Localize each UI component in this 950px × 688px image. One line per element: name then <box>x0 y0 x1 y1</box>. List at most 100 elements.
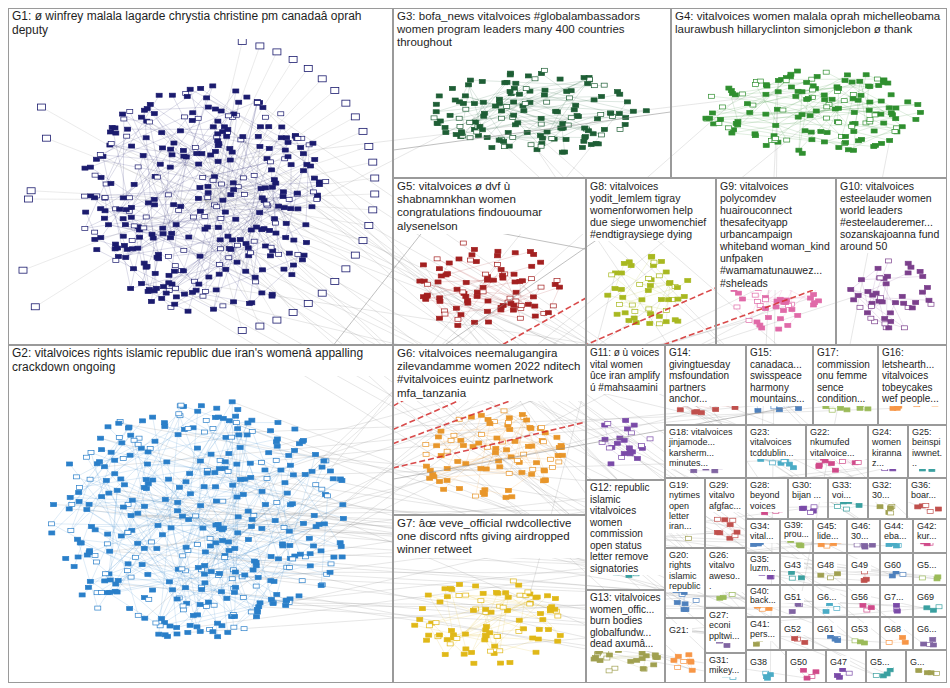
vertex <box>499 109 505 113</box>
tie-line <box>117 402 232 592</box>
tie-line <box>46 138 205 200</box>
tie-line <box>499 99 627 102</box>
vertex <box>544 100 550 104</box>
vertex <box>365 222 373 228</box>
tie-line <box>95 239 159 258</box>
vertex <box>467 120 473 124</box>
tie-line <box>802 107 827 115</box>
vertex <box>251 174 257 178</box>
vertex <box>528 143 534 147</box>
vertex <box>156 257 162 261</box>
vertex <box>521 109 527 113</box>
vertex <box>237 238 243 242</box>
vertex <box>259 291 265 295</box>
vertex <box>168 147 174 151</box>
vertex <box>99 495 105 499</box>
vertex <box>313 483 319 487</box>
tie-line <box>130 112 169 195</box>
vertex <box>287 463 293 467</box>
tie-line <box>706 80 845 118</box>
vertex <box>268 597 274 601</box>
tie-line <box>171 149 306 225</box>
vertex <box>204 96 210 100</box>
vertex <box>284 491 290 495</box>
tie-line <box>548 287 559 313</box>
tie-line <box>706 118 845 143</box>
vertex <box>268 555 274 559</box>
tie-line <box>163 228 196 290</box>
tie-line <box>441 431 447 451</box>
vertex <box>433 102 439 106</box>
vertex <box>194 542 200 546</box>
vertex <box>63 556 69 560</box>
vertex <box>226 452 232 456</box>
vertex <box>227 146 233 150</box>
vertex <box>107 578 113 582</box>
vertex <box>142 504 148 508</box>
tie-line <box>120 184 134 209</box>
tie-line <box>248 248 716 636</box>
vertex <box>106 223 112 227</box>
tie-line <box>110 145 297 194</box>
vertex <box>643 109 649 113</box>
vertex <box>878 99 884 103</box>
tie-line <box>252 527 274 604</box>
vertex <box>342 100 350 106</box>
vertex <box>88 450 94 454</box>
vertex <box>886 106 892 110</box>
vertex <box>190 111 196 115</box>
vertex <box>249 517 255 521</box>
vertex <box>121 483 127 487</box>
vertex <box>215 132 221 136</box>
tie-line <box>193 217 678 656</box>
vertex <box>101 216 107 220</box>
tie-line <box>776 95 824 125</box>
vertex <box>150 236 156 240</box>
tie-line <box>523 106 574 110</box>
vertex <box>215 144 221 148</box>
vertex <box>247 301 253 305</box>
vertex <box>182 586 188 590</box>
vertex <box>323 179 329 183</box>
vertex <box>302 472 308 476</box>
vertex <box>176 412 182 416</box>
vertex <box>186 518 192 522</box>
vertex <box>154 175 160 179</box>
tie-line <box>178 418 224 510</box>
tie-line <box>732 81 786 133</box>
tie-line <box>798 83 884 92</box>
vertex <box>251 513 257 517</box>
vertex <box>549 136 555 140</box>
vertex <box>76 490 82 494</box>
vertex <box>504 105 510 109</box>
tie-line <box>180 131 232 152</box>
vertex <box>224 134 230 138</box>
vertex <box>114 590 120 594</box>
tie-line <box>428 595 523 629</box>
vertex <box>601 127 607 131</box>
tie-line <box>205 131 363 200</box>
vertex <box>196 282 202 286</box>
vertex <box>205 105 211 109</box>
vertex <box>260 106 266 110</box>
vertex <box>143 478 149 482</box>
tie-line <box>147 464 333 479</box>
vertex <box>156 252 162 256</box>
vertex <box>598 133 604 137</box>
vertex <box>215 635 221 639</box>
tie-line <box>138 167 158 254</box>
vertex <box>174 632 180 636</box>
vertex <box>318 583 324 587</box>
vertex <box>192 145 198 149</box>
vertex <box>152 439 158 443</box>
vertex <box>189 118 195 122</box>
vertex <box>125 562 131 566</box>
vertex <box>616 112 622 116</box>
tie-line <box>205 481 342 552</box>
vertex <box>283 603 289 607</box>
tie-line <box>438 280 487 282</box>
vertex <box>591 84 597 88</box>
vertex <box>225 234 231 238</box>
vertex <box>590 132 596 136</box>
tie-line <box>662 281 688 300</box>
